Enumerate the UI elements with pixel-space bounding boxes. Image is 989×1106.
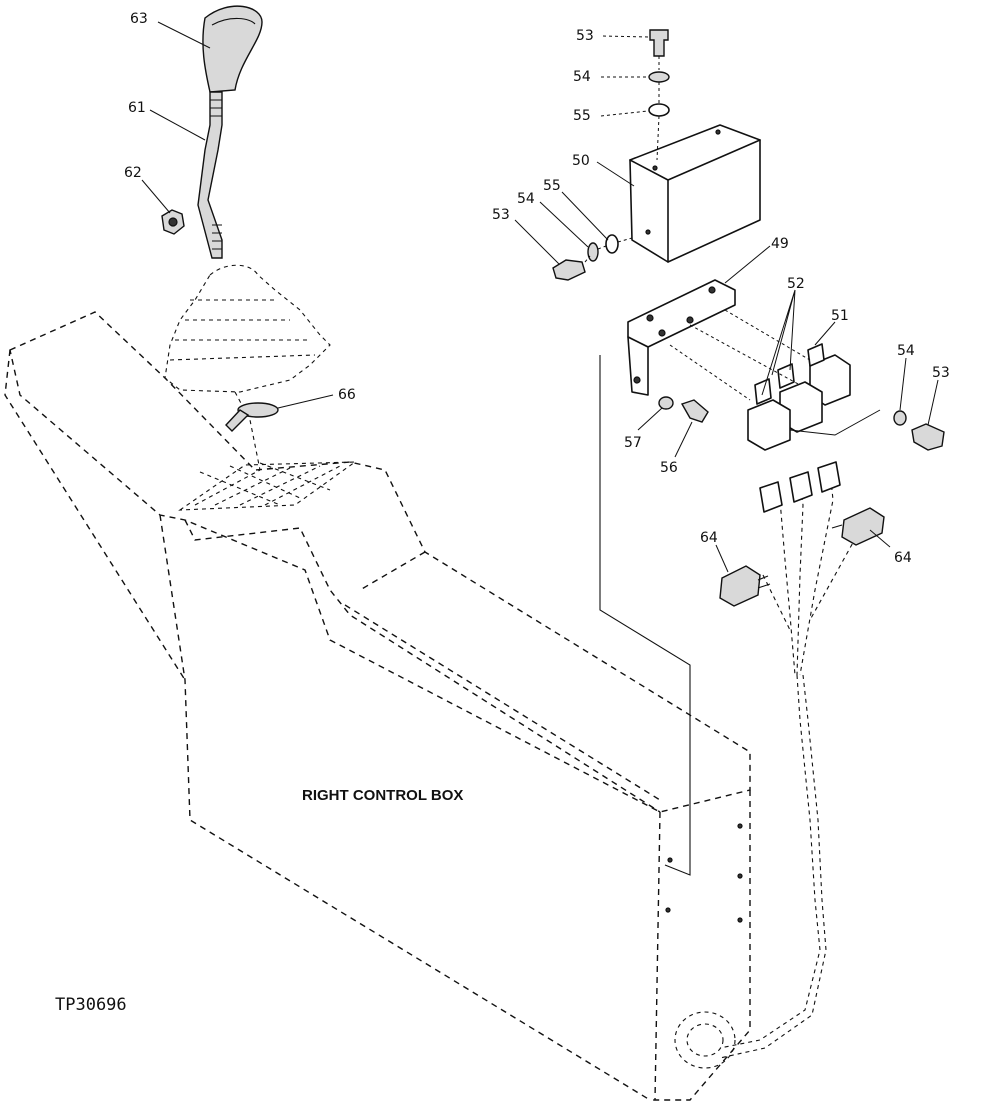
callout-53-right: 53 [932,365,950,381]
lockwasher-54-top [648,71,670,83]
relay-box-50 [629,124,761,263]
callout-53-left: 53 [492,207,510,223]
callout-54-right: 54 [897,343,915,359]
callout-numbers: 63 61 62 66 53 54 55 50 55 54 53 49 52 5… [124,11,950,566]
lockwasher-54-left [587,242,599,262]
right-control-box: RIGHT CONTROL BOX [4,311,751,1101]
screw-56 [680,399,709,423]
clamp-66 [225,402,279,432]
callout-52: 52 [787,276,805,292]
screw-53-top [649,29,669,57]
bracket-49 [627,279,736,396]
callout-54-top: 54 [573,69,591,85]
rubber-boot [164,264,331,471]
screw-53-right [911,423,945,451]
callout-55-left: 55 [543,178,561,194]
figure-id: TP30696 [55,995,127,1015]
lockwasher-54-right [893,410,907,426]
washer-55-top [648,103,670,117]
callout-61: 61 [128,100,146,116]
callout-leaders [141,21,939,573]
callout-55-top: 55 [573,108,591,124]
callout-50: 50 [572,153,590,169]
connector-64-right [831,507,885,546]
callout-62: 62 [124,165,142,181]
control-box-label: RIGHT CONTROL BOX [302,787,463,804]
callout-64-right: 64 [894,550,912,566]
callout-54-left: 54 [517,191,535,207]
wiring-harness [719,461,861,1059]
lockwasher-57 [658,396,674,410]
callout-63: 63 [130,11,148,27]
callout-49: 49 [771,236,789,252]
callout-57: 57 [624,435,642,451]
relay-52-b [747,378,791,451]
screw-53-left [552,259,586,281]
callout-66: 66 [338,387,356,403]
connector-64-left [719,565,771,607]
callout-64-left: 64 [700,530,718,546]
mounting-plate-outline [599,355,691,876]
callout-51: 51 [831,308,849,324]
lever-61 [197,91,223,259]
shift-knob-63 [202,5,263,93]
callout-53-top: 53 [576,28,594,44]
callout-56: 56 [660,460,678,476]
washer-55-left [605,234,619,254]
nut-62 [161,209,185,235]
